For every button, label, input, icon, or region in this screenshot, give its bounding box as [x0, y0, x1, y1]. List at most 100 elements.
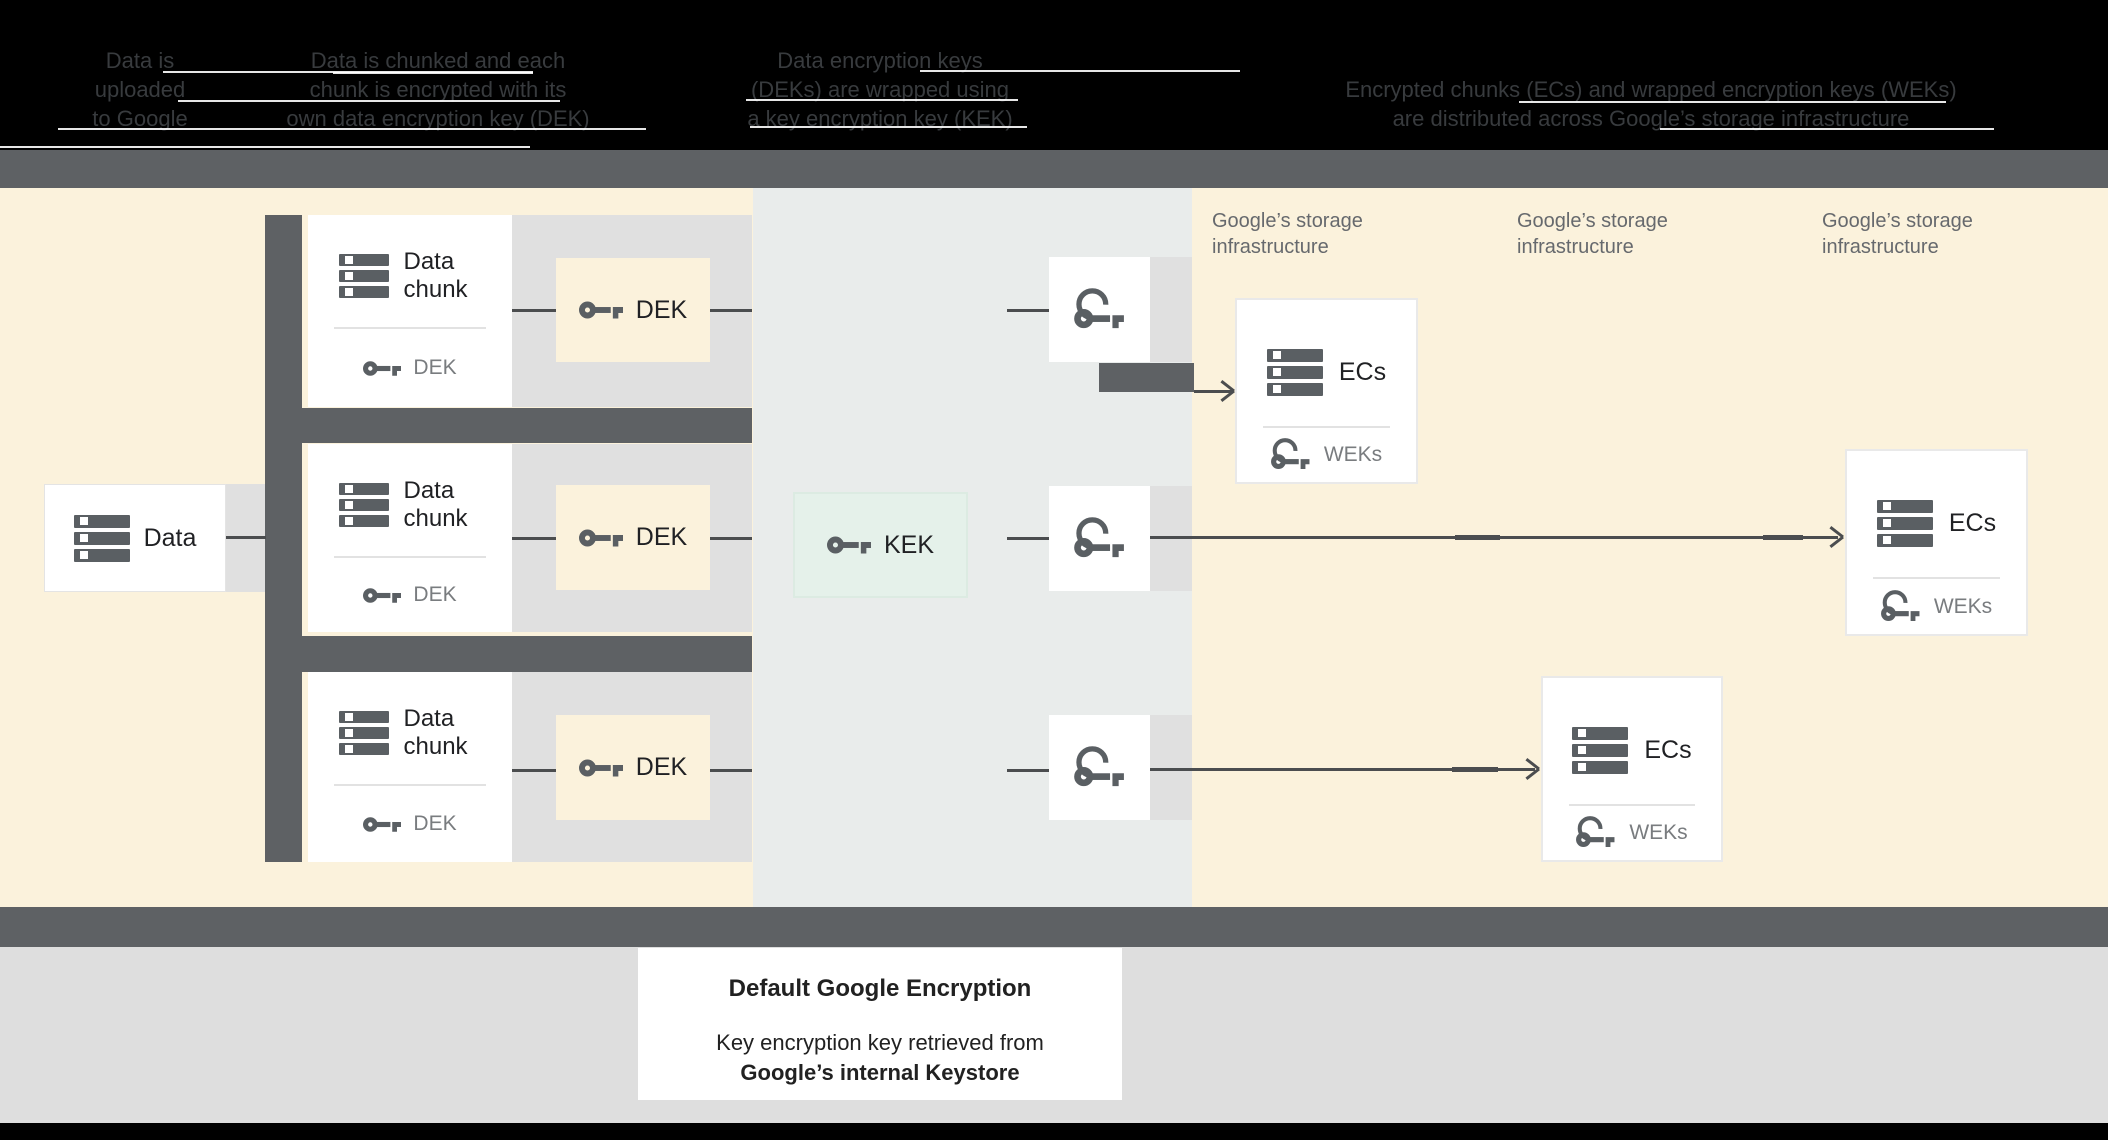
connector-line [512, 309, 556, 312]
server-icon [338, 711, 389, 755]
data-chunk-box: Data chunk DEK [308, 215, 512, 407]
wrapped-key-box [1049, 486, 1150, 591]
wrapped-key-icon [1074, 746, 1126, 790]
artifact-streak [178, 100, 560, 102]
dek-box-label: DEK [635, 295, 688, 324]
chunk-key-row: DEK [308, 786, 512, 862]
footer-area: Default Google Encryption Key encryption… [0, 947, 2108, 1123]
ecs-label: ECs [1948, 508, 1997, 537]
wrapped-key-icon [1074, 517, 1126, 561]
ecs-box: ECs WEKs [1845, 449, 2028, 636]
chunk-top: Data chunk [308, 672, 512, 784]
header-step-1: Data is uploaded to Google [30, 46, 250, 133]
connector-line [1007, 309, 1049, 312]
encryption-callout: Default Google Encryption Key encryption… [638, 948, 1122, 1100]
chunk-top: Data chunk [308, 215, 512, 327]
data-chunk-box: Data chunk DEK [308, 672, 512, 862]
diagram-band: Data Data chunk DEK DEK [0, 188, 2108, 907]
header-step-4: Encrypted chunks (ECs) and wrapped encry… [1295, 75, 2007, 133]
wrapped-key-box [1049, 257, 1150, 362]
distribution-band [1099, 363, 1194, 392]
kek-box-label: KEK [883, 530, 935, 559]
artifact-streak [1660, 128, 1994, 130]
chunk-title: Data chunk [403, 477, 468, 532]
header-step-1-line: to Google [92, 106, 188, 131]
top-divider-bar [0, 150, 2108, 188]
data-chunk-box: Data chunk DEK [308, 444, 512, 632]
ecs-divider [1873, 577, 2000, 579]
connector-line [710, 537, 752, 540]
key-icon [579, 757, 623, 779]
kek-box: KEK [793, 492, 968, 598]
chunk-dek-label: DEK [413, 583, 457, 606]
callout-body-bold: Google’s internal Keystore [740, 1060, 1020, 1085]
header-step-2-line: Data is chunked and each [310, 48, 566, 73]
arrow-line-dash [1763, 535, 1803, 540]
row-gap-band [265, 408, 752, 443]
wrapped-key-icon [1881, 590, 1921, 624]
ecs-top: ECs [1847, 451, 2026, 577]
header-step-2-line: own data encryption key (DEK) [286, 106, 590, 131]
key-icon [363, 586, 401, 605]
arrow-head [1522, 759, 1539, 779]
server-icon [1572, 726, 1629, 774]
chunk-divider [334, 327, 486, 329]
arrow-line-dash [1452, 767, 1498, 772]
data-box: Data [44, 484, 226, 592]
storage-infrastructure-label: Google’s storage infrastructure [1212, 210, 1363, 258]
chunk-title: Data chunk [403, 248, 468, 303]
chunk-key-row: DEK [308, 558, 512, 632]
connector-line [710, 309, 752, 312]
key-icon [579, 527, 623, 549]
dek-box: DEK [556, 485, 710, 590]
artifact-streak [746, 99, 1018, 101]
connector-line [1007, 769, 1049, 772]
ecs-key-row: WEKs [1847, 579, 2026, 634]
header-step-3-line: Data encryption keys [777, 48, 983, 73]
arrow-line-dash [1455, 535, 1500, 540]
key-panel [1150, 715, 1192, 820]
artifact-streak [0, 146, 530, 148]
bottom-divider-bar [0, 907, 2108, 947]
chunk-top: Data chunk [308, 444, 512, 556]
callout-body: Key encryption key retrieved from [716, 1030, 1044, 1055]
key-icon [363, 359, 401, 378]
server-icon [1876, 499, 1933, 547]
row-gap-band [265, 636, 752, 672]
header-step-1-line: Data is [105, 48, 175, 73]
dek-box-label: DEK [635, 523, 688, 551]
key-icon [827, 534, 871, 556]
callout-title: Default Google Encryption [728, 975, 1032, 1002]
wrapped-key-icon [1271, 438, 1311, 472]
storage-infrastructure-label: Google’s storage infrastructure [1822, 210, 1973, 258]
dek-box: DEK [556, 258, 710, 362]
header-step-4-line: Encrypted chunks (ECs) and wrapped encry… [1345, 77, 1957, 102]
artifact-streak [750, 126, 1027, 128]
header-step-2-line: chunk is encrypted with its [309, 77, 567, 102]
arrow-head [1826, 527, 1843, 547]
wrapped-key-box [1049, 715, 1150, 820]
ecs-key-row: WEKs [1237, 428, 1416, 482]
trunk-connector [265, 215, 302, 862]
wrapped-key-icon [1074, 288, 1126, 332]
ecs-divider [1569, 804, 1695, 806]
connector-line [512, 769, 556, 772]
chunk-divider [334, 556, 486, 558]
server-icon [338, 483, 389, 527]
connector-line [710, 769, 752, 772]
ecs-top: ECs [1237, 300, 1416, 426]
arrow-head [1217, 381, 1234, 401]
storage-infrastructure-label: Google’s storage infrastructure [1517, 210, 1668, 258]
data-box-label: Data [143, 523, 197, 552]
bottom-black-strip [0, 1123, 2108, 1140]
ecs-box: ECs WEKs [1235, 298, 1418, 484]
ecs-key-row: WEKs [1543, 806, 1721, 860]
connector-line [512, 537, 556, 540]
ecs-label: ECs [1644, 735, 1692, 764]
artifact-streak [58, 128, 646, 130]
arrow-line [1150, 768, 1535, 771]
artifact-streak [920, 70, 1240, 72]
ecs-top: ECs [1543, 678, 1721, 804]
key-panel [1150, 257, 1192, 362]
